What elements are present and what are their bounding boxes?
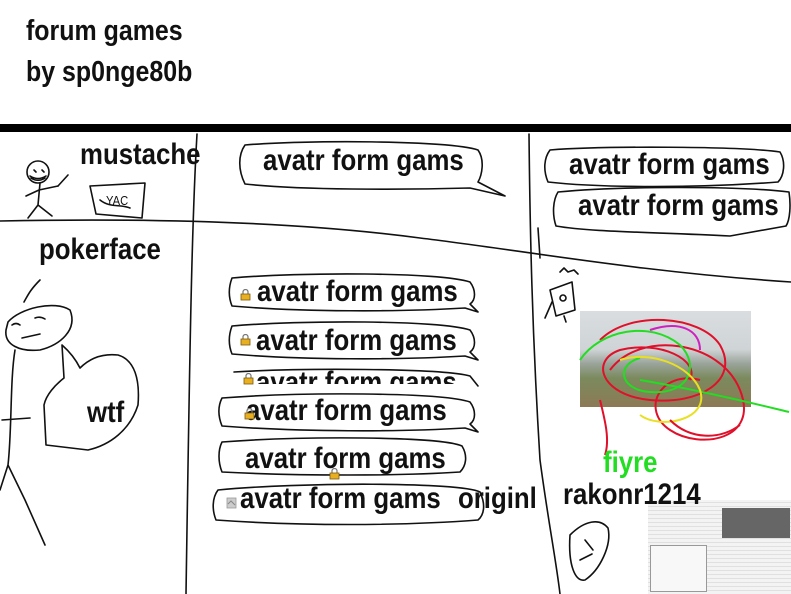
bubble-mid-5 xyxy=(218,437,467,476)
bubble-text-top-3: avatr form gams xyxy=(578,189,779,222)
broken-image-icon xyxy=(226,497,237,509)
bubble-mid-1 xyxy=(228,273,479,313)
bubble-top-2 xyxy=(544,146,785,188)
pokerface-figure xyxy=(0,279,73,546)
lock-icon xyxy=(329,468,340,480)
caption-originl: originl xyxy=(458,482,537,515)
collage-cat-block xyxy=(650,545,707,592)
bubble-mid-3 xyxy=(233,368,479,387)
bubble-text-mid-4: avatr form gams xyxy=(246,394,447,427)
bubble-text-mid-5: avatr form gams xyxy=(245,442,446,475)
panel-line-left xyxy=(185,133,198,594)
bubble-mid-4 xyxy=(218,393,479,433)
heart-shape xyxy=(43,344,140,451)
caption-rakonr: rakonr1214 xyxy=(563,478,701,511)
bubble-mid-6 xyxy=(212,483,485,526)
panel-line-tick xyxy=(537,227,541,259)
bubble-text-mid-1: avatr form gams xyxy=(257,275,458,308)
sketch-yac-text: YAC xyxy=(106,193,129,208)
rakonr-doodle xyxy=(568,521,610,581)
bubble-text-top-2: avatr form gams xyxy=(569,148,770,181)
bubble-text-mid-3-clip: avatr form gams xyxy=(256,366,476,384)
panel-line-horizontal xyxy=(0,219,791,283)
lock-icon xyxy=(243,373,254,385)
bubble-text-mid-6: avatr form gams xyxy=(240,482,441,515)
bubble-text-mid-2: avatr form gams xyxy=(256,324,457,357)
bubble-text-top-1: avatr form gams xyxy=(263,144,464,177)
bubble-text-mid-3: avatr form gams xyxy=(256,366,457,384)
caption-mustache: mustache xyxy=(80,138,201,171)
yac-sketch xyxy=(89,182,146,219)
lock-icon xyxy=(240,334,251,346)
caption-pokerface: pokerface xyxy=(39,233,161,266)
panel-line-mid xyxy=(528,133,561,594)
bubble-mid-2 xyxy=(228,321,479,361)
lock-icon xyxy=(240,289,251,301)
bubble-top-3 xyxy=(552,186,791,237)
title-divider-bar xyxy=(0,124,791,132)
caption-wtf: wtf xyxy=(87,396,125,429)
fire-sign-doodle xyxy=(544,267,579,323)
comic-title: forum games xyxy=(26,15,183,47)
caption-fiyre: fiyre xyxy=(603,446,658,479)
collage-dark-block xyxy=(722,508,790,538)
comic-byline: by sp0nge80b xyxy=(26,56,193,88)
mustache-figure xyxy=(25,160,69,219)
lock-icon xyxy=(244,408,255,420)
bubble-top-1 xyxy=(238,140,506,197)
